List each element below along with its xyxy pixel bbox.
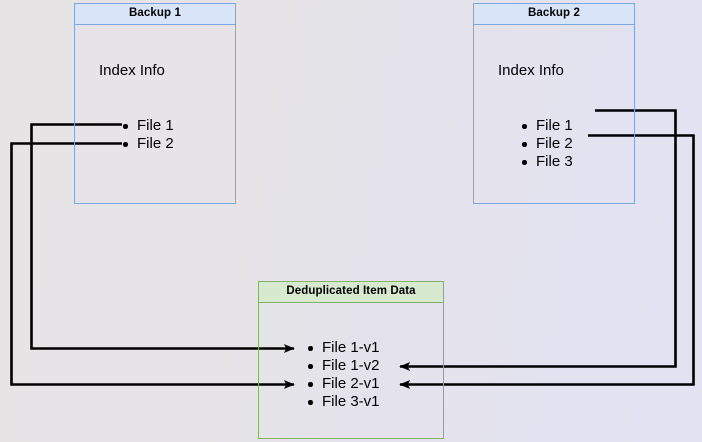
node-backup-1-title: Backup 1 [75, 4, 235, 25]
dedup-item[interactable]: File 3-v1 [305, 393, 380, 411]
node-backup-1[interactable]: Backup 1 Index Info File 1 File 2 [74, 3, 236, 204]
node-backup-2-body: Index Info File 1 File 2 File 3 [474, 25, 634, 203]
backup-2-file-item[interactable]: File 3 [519, 153, 573, 171]
backup-1-file-list: File 1 File 2 [120, 117, 174, 153]
backup-2-index-info-label: Index Info [498, 62, 564, 79]
node-backup-2-title: Backup 2 [474, 4, 634, 25]
dedup-item[interactable]: File 2-v1 [305, 375, 380, 393]
backup-1-file-item[interactable]: File 2 [120, 135, 174, 153]
node-backup-1-body: Index Info File 1 File 2 [75, 25, 235, 203]
dedup-item-list: File 1-v1 File 1-v2 File 2-v1 File 3-v1 [305, 339, 380, 411]
node-backup-2[interactable]: Backup 2 Index Info File 1 File 2 File 3 [473, 3, 635, 204]
backup-2-file-list: File 1 File 2 File 3 [519, 117, 573, 171]
node-deduplicated-item-data-title: Deduplicated Item Data [259, 282, 443, 303]
backup-1-file-item[interactable]: File 1 [120, 117, 174, 135]
backup-2-file-item[interactable]: File 1 [519, 117, 573, 135]
node-deduplicated-item-data-body: File 1-v1 File 1-v2 File 2-v1 File 3-v1 [259, 303, 443, 438]
dedup-item[interactable]: File 1-v1 [305, 339, 380, 357]
node-deduplicated-item-data[interactable]: Deduplicated Item Data File 1-v1 File 1-… [258, 281, 444, 439]
backup-1-index-info-label: Index Info [99, 62, 165, 79]
backup-2-file-item[interactable]: File 2 [519, 135, 573, 153]
dedup-item[interactable]: File 1-v2 [305, 357, 380, 375]
